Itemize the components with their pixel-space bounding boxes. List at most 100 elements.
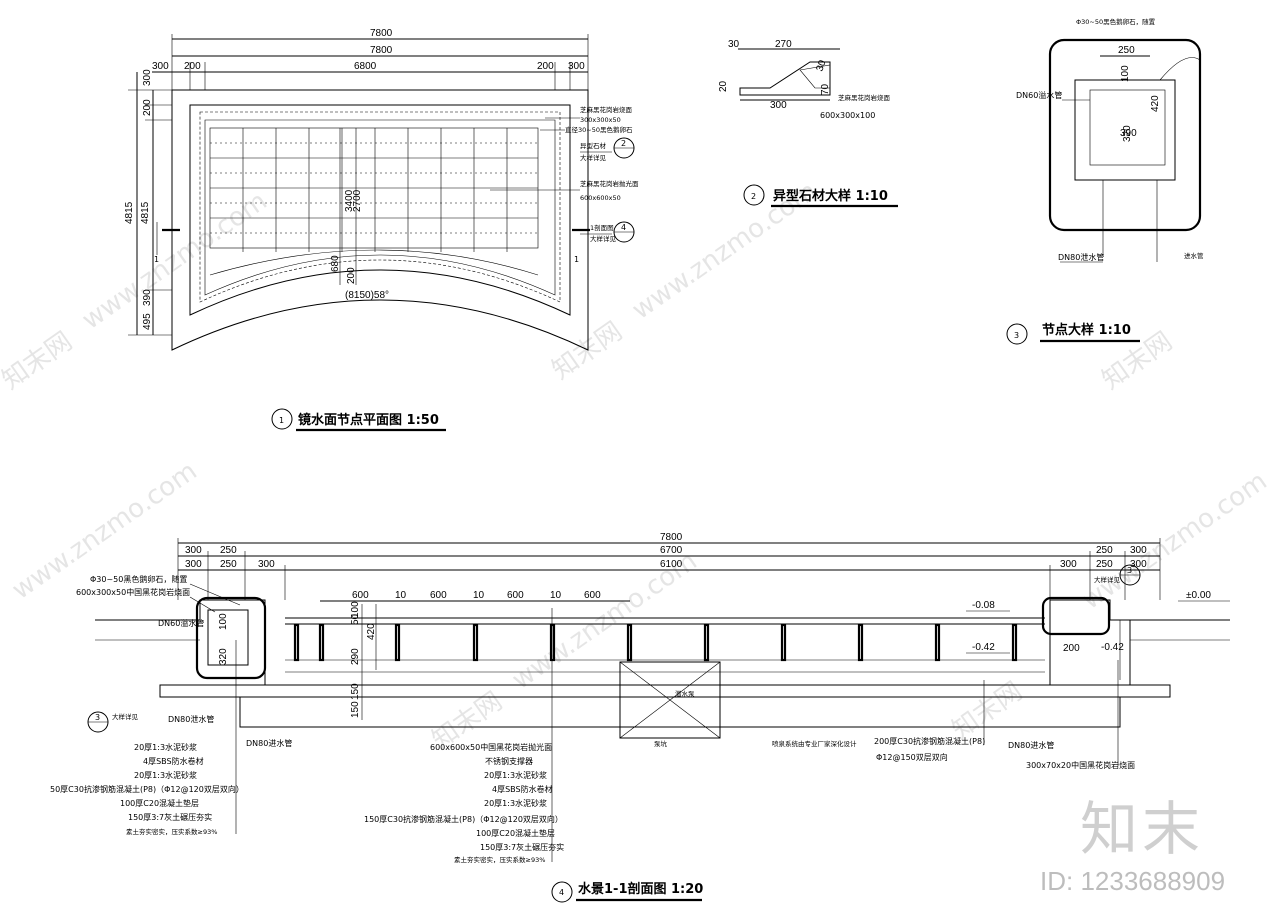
layer-note: 20厚1:3水泥砂浆 xyxy=(134,770,197,780)
d3-dim: 250 xyxy=(1118,45,1135,56)
sec-title-no: 4 xyxy=(559,888,564,897)
plan-title-circle xyxy=(271,408,293,430)
plan-note: 芝麻黑花岗岩抛光面 xyxy=(580,179,639,188)
layer-note: 50厚C30抗渗钢筋混凝土(P8)（Φ12@120双层双向） xyxy=(50,784,244,794)
id-label: ID: 1233688909 xyxy=(1040,866,1226,896)
sec-dim-row2: 300 xyxy=(1060,559,1077,570)
d3-dim: 320 xyxy=(1122,125,1133,142)
layer-note: 素土夯实密实，压实系数≥93% xyxy=(126,827,217,836)
watermark-text: 知末网 xyxy=(547,316,628,385)
plan-view: 7800 7800 300 200 6800 200 300 300 200 4… xyxy=(124,28,639,432)
plan-dim-total2: 7800 xyxy=(370,45,393,56)
sec-right-note: 300x70x20中国黑花岗岩烧面 xyxy=(1026,760,1135,770)
plan-title: 镜水面节点平面图 1:50 xyxy=(298,412,439,428)
sec-vert-dim: 290 xyxy=(350,648,361,665)
pump-pit xyxy=(619,661,721,739)
sec-vert-dim: 150 xyxy=(350,683,361,700)
sec-vert-dim: 320 xyxy=(218,648,229,665)
plan-note: 大样详见 xyxy=(580,153,607,162)
plan-notes: 芝麻黑花岗岩烧面 300x300x50 直径30~50黑色鹅卵石 异型石材 大样… xyxy=(490,105,639,243)
layer-note: 100厚C20混凝土垫层 xyxy=(120,798,199,808)
sec-dim-row2: 300 xyxy=(185,559,202,570)
sec-vert-dim: 150 xyxy=(350,701,361,718)
sec-layers-left: 20厚1:3水泥砂浆 4厚SBS防水卷材 20厚1:3水泥砂浆 50厚C30抗渗… xyxy=(50,640,244,836)
d2-note: 芝麻黑花岗岩烧面 xyxy=(838,93,891,102)
plan-note: 600x600x50 xyxy=(580,194,621,202)
d3-dim: 420 xyxy=(1150,95,1161,112)
detail-2: 30 270 300 20 70 30 芝麻黑花岗岩烧面 600x300x100… xyxy=(718,39,898,208)
watermark-layer: 知末网 www.znzmo.com 知末网 www.znzmo.com 知末网 … xyxy=(0,176,1273,756)
plan-inner-dim: 680 xyxy=(330,255,341,272)
d3-title-circle xyxy=(1006,323,1028,345)
layer-note: 素土夯实密实，压实系数≥93% xyxy=(454,855,545,864)
d3-title-no: 3 xyxy=(1014,331,1019,340)
layer-note: 4厚SBS防水卷材 xyxy=(492,784,553,794)
plan-left-dim: 200 xyxy=(142,99,153,116)
layer-note: 600x600x50中国黑花岗岩抛光面 xyxy=(430,742,552,752)
sec-dim-total: 7800 xyxy=(660,532,683,543)
plan-note: 300x300x50 xyxy=(580,116,621,124)
d3-dim: 100 xyxy=(1120,65,1131,82)
sec-dim-row2: 250 xyxy=(220,559,237,570)
d2-title: 异型石材大样 1:10 xyxy=(773,188,888,204)
plan-note: 大样详见 xyxy=(590,234,617,243)
sec-dim-row1: 250 xyxy=(1096,545,1113,556)
d3-pipe-bottom: DN80泄水管 xyxy=(1058,252,1104,262)
d3-pipe-top: DN60溢水管 xyxy=(1016,90,1062,100)
d3-drain-note: 进水管 xyxy=(1184,251,1204,260)
sec-right-ref-note: 大样详见 xyxy=(1094,575,1121,584)
plan-dim-part: 6800 xyxy=(354,61,377,72)
plan-note: 芝麻黑花岗岩烧面 xyxy=(580,105,633,114)
sec-vert-dim: 420 xyxy=(366,623,377,640)
plan-grid xyxy=(210,128,538,252)
d2-dim: 20 xyxy=(718,80,729,92)
sec-dim-row1: 300 xyxy=(185,545,202,556)
d2-note: 600x300x100 xyxy=(820,111,875,120)
section-view: 7800 300 250 6700 250 300 300 250 300 61… xyxy=(50,532,1230,903)
d2-dim: 270 xyxy=(775,39,792,50)
plan-section-mark: 1 xyxy=(154,255,159,264)
brand-watermark: 知末 xyxy=(1080,795,1205,863)
sec-dim-row1: 300 xyxy=(1130,545,1147,556)
sec-left-pipe3: DN80进水管 xyxy=(246,738,292,748)
plan-left-dim: 300 xyxy=(142,69,153,86)
plan-note: 1剖面图 xyxy=(590,223,614,232)
sec-left-ref-note: 大样详见 xyxy=(112,712,139,721)
plan-left-dim: 495 xyxy=(142,313,153,330)
sec-pump-note: 潜水泵 xyxy=(675,689,695,698)
sec-vert-dim: 100 xyxy=(218,613,229,630)
sec-right-note: 喷泉系统由专业厂家深化设计 xyxy=(772,739,857,748)
plan-dim-part: 200 xyxy=(184,61,201,72)
watermark-text: 知末网 xyxy=(0,326,78,395)
watermark-text: 知末网 xyxy=(947,676,1028,745)
plan-arc-label: (8150)58° xyxy=(345,290,389,301)
sec-tile-dim: 10 xyxy=(473,590,485,601)
d2-dim: 300 xyxy=(770,100,787,111)
sec-pit-note: 泵坑 xyxy=(654,739,668,748)
sec-left-ref: 3 xyxy=(95,713,100,722)
sec-title-circle xyxy=(551,881,573,903)
plan-inner-dim: 200 xyxy=(346,267,357,284)
sec-left-pipe2: DN80泄水管 xyxy=(168,714,214,724)
layer-note: 20厚1:3水泥砂浆 xyxy=(484,798,547,808)
layer-note: 20厚1:3水泥砂浆 xyxy=(484,770,547,780)
sec-dim-row2: 250 xyxy=(1096,559,1113,570)
layer-note: 150厚3:7灰土碾压夯实 xyxy=(128,812,212,822)
plan-dim-total: 7800 xyxy=(370,28,393,39)
sec-side-dim: 200 xyxy=(1063,643,1080,654)
plan-note: 直径30~50黑色鹅卵石 xyxy=(565,125,633,134)
plan-dim-part: 300 xyxy=(152,61,169,72)
sec-notes-right: 喷泉系统由专业厂家深化设计 200厚C30抗渗钢筋混凝土(P8) Φ12@150… xyxy=(772,620,1135,770)
d3-top-note: Φ30~50黑色鹅卵石，随置 xyxy=(1076,17,1156,26)
layer-note: 不锈钢支撑器 xyxy=(485,756,533,766)
plan-left-dim: 4815 xyxy=(140,201,151,224)
sec-vert-dim: 50 xyxy=(350,613,361,625)
plan-dim-part: 300 xyxy=(568,61,585,72)
plan-callout-a: 2 xyxy=(621,139,626,148)
d3-dim: 390 xyxy=(1120,128,1137,139)
plan-section-mark: 1 xyxy=(574,255,579,264)
sec-title: 水景1-1剖面图 1:20 xyxy=(578,881,703,897)
sec-vert-dim: 100 xyxy=(350,601,361,618)
sec-right-note: DN80进水管 xyxy=(1008,740,1054,750)
sec-dim-row2: 300 xyxy=(1130,559,1147,570)
